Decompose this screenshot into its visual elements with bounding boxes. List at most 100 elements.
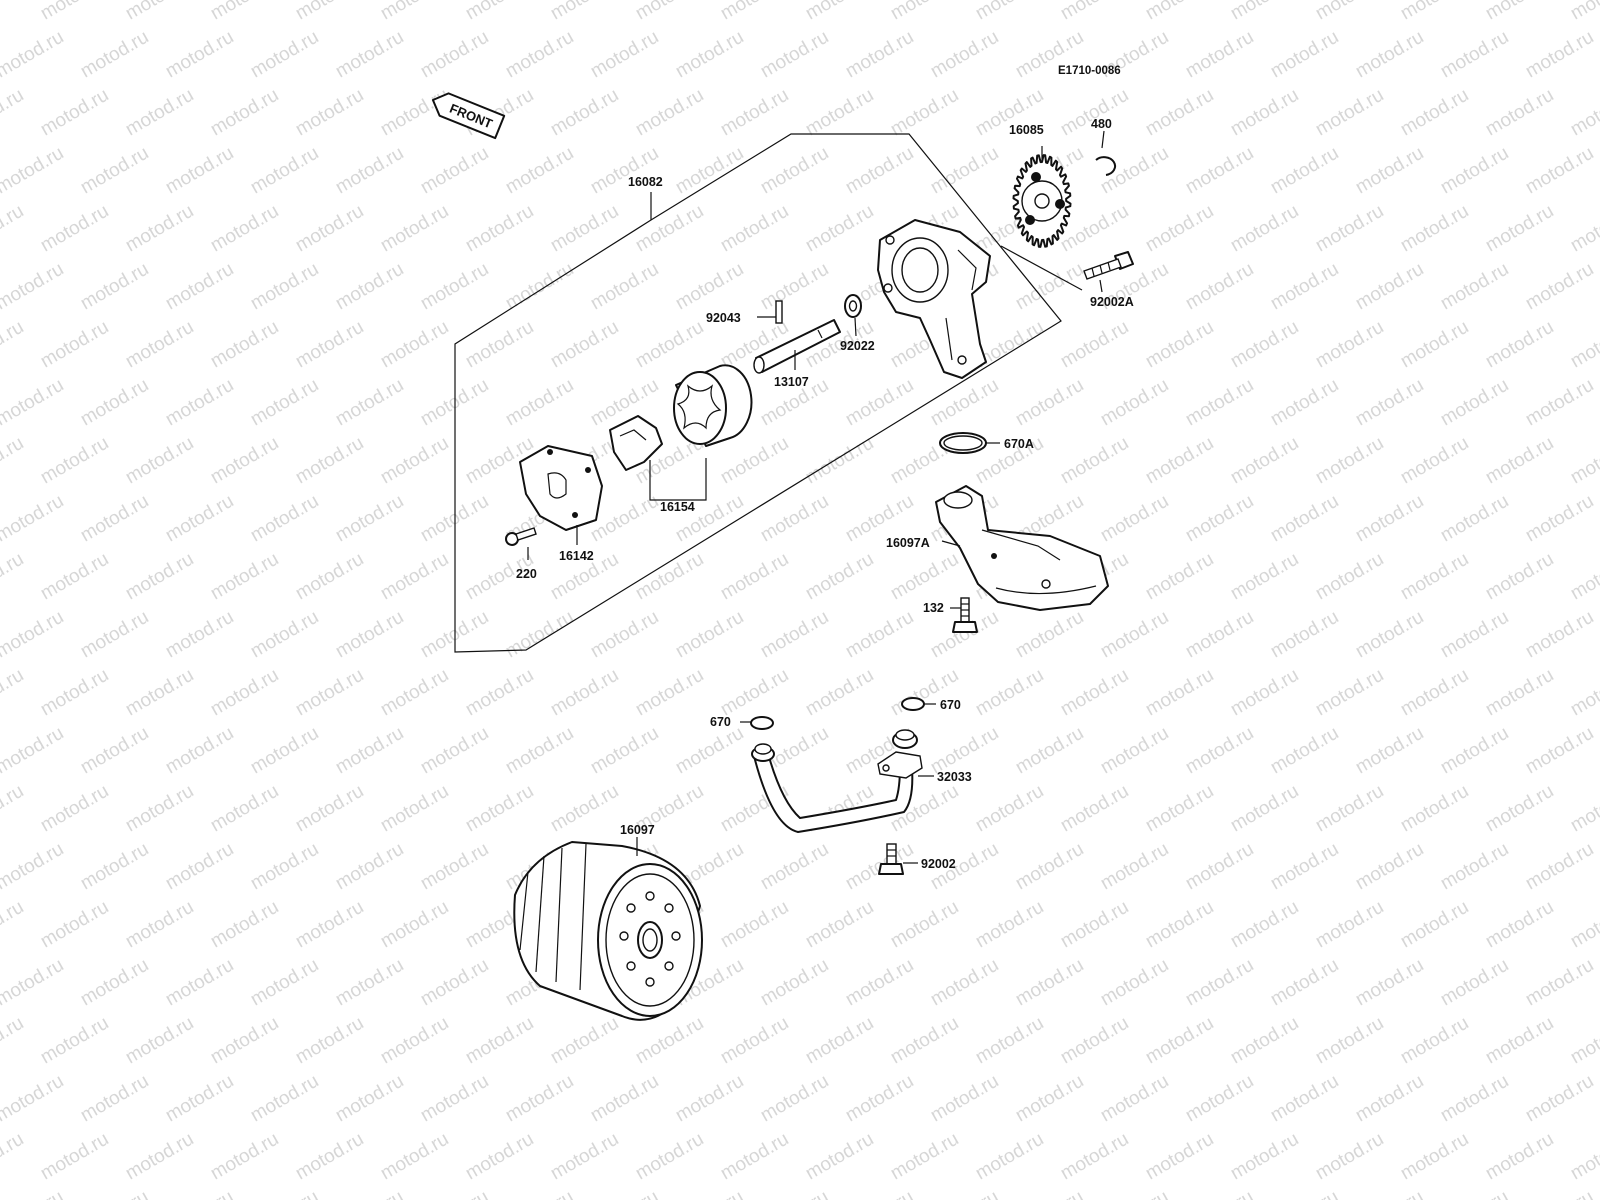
watermark-text: motod.ru	[122, 433, 197, 489]
oil-pump-assembly-outline	[454, 133, 1062, 653]
watermark-text: motod.ru	[1227, 665, 1302, 721]
watermark-text: motod.ru	[247, 375, 322, 431]
watermark-text: motod.ru	[37, 0, 112, 24]
watermark-text: motod.ru	[1397, 781, 1472, 837]
watermark-text: motod.ru	[757, 1071, 832, 1127]
watermark-text: motod.ru	[0, 1013, 27, 1069]
watermark-text: motod.ru	[377, 1013, 452, 1069]
watermark-text: motod.ru	[1142, 1013, 1217, 1069]
watermark-text: motod.ru	[162, 839, 237, 895]
watermark-text: motod.ru	[0, 433, 27, 489]
watermark-text: motod.ru	[77, 27, 152, 83]
watermark-text: motod.ru	[1182, 143, 1257, 199]
washer-92022	[844, 294, 862, 337]
label-13107: 13107	[774, 375, 809, 389]
watermark-text: motod.ru	[672, 1071, 747, 1127]
watermark-text: motod.ru	[1437, 839, 1512, 895]
watermark-text: motod.ru	[1567, 1013, 1600, 1069]
watermark-text: motod.ru	[1352, 27, 1427, 83]
watermark-text: motod.ru	[1567, 201, 1600, 257]
watermark-text: motod.ru	[332, 259, 407, 315]
label-32033: 32033	[937, 770, 972, 784]
watermark-text: motod.ru	[842, 1071, 917, 1127]
label-670-right: 670	[940, 698, 961, 712]
watermark-text: motod.ru	[162, 955, 237, 1011]
watermark-text: motod.ru	[1012, 839, 1087, 895]
watermark-text: motod.ru	[332, 27, 407, 83]
watermark-text: motod.ru	[547, 85, 622, 141]
watermark-text: motod.ru	[292, 1129, 367, 1185]
watermark-text: motod.ru	[1482, 665, 1557, 721]
screw-220	[505, 527, 537, 560]
watermark-text: motod.ru	[417, 143, 492, 199]
bolt-92002A	[1000, 245, 1134, 293]
watermark-text: motod.ru	[1437, 491, 1512, 547]
watermark-text: motod.ru	[292, 85, 367, 141]
watermark-text: motod.ru	[1267, 955, 1342, 1011]
watermark-text: motod.ru	[1352, 1187, 1427, 1200]
watermark-text: motod.ru	[292, 1013, 367, 1069]
watermark-text: motod.ru	[0, 723, 67, 779]
watermark-text: motod.ru	[927, 955, 1002, 1011]
watermark-text: motod.ru	[1142, 549, 1217, 605]
watermark-text: motod.ru	[1057, 0, 1132, 24]
watermark-text: motod.ru	[717, 433, 792, 489]
watermark-text: motod.ru	[1267, 375, 1342, 431]
watermark-text: motod.ru	[1352, 1071, 1427, 1127]
watermark-text: motod.ru	[462, 1013, 537, 1069]
watermark-text: motod.ru	[0, 1071, 67, 1127]
watermark-text: motod.ru	[462, 1129, 537, 1185]
pump-shaft	[753, 319, 841, 374]
watermark-text: motod.ru	[587, 27, 662, 83]
watermark-text: motod.ru	[417, 839, 492, 895]
watermark-text: motod.ru	[37, 897, 112, 953]
watermark-text: motod.ru	[587, 1071, 662, 1127]
label-92002A: 92002A	[1090, 295, 1134, 309]
watermark-text: motod.ru	[1182, 607, 1257, 663]
label-670A: 670A	[1004, 437, 1034, 451]
watermark-text: motod.ru	[1397, 317, 1472, 373]
watermark-text: motod.ru	[547, 0, 622, 24]
watermark-text: motod.ru	[587, 607, 662, 663]
watermark-text: motod.ru	[247, 955, 322, 1011]
watermark-text: motod.ru	[1142, 85, 1217, 141]
watermark-text: motod.ru	[0, 375, 67, 431]
watermark-text: motod.ru	[547, 1129, 622, 1185]
watermark-text: motod.ru	[417, 723, 492, 779]
watermark-text: motod.ru	[502, 607, 577, 663]
watermark-text: motod.ru	[1057, 1129, 1132, 1185]
watermark-text: motod.ru	[1437, 27, 1512, 83]
watermark-text: motod.ru	[1312, 1013, 1387, 1069]
oil-filter	[513, 837, 703, 1021]
watermark-text: motod.ru	[842, 955, 917, 1011]
oil-pump-gear	[1012, 146, 1072, 248]
label-16097: 16097	[620, 823, 655, 837]
watermark-text: motod.ru	[332, 143, 407, 199]
watermark-text: motod.ru	[162, 1187, 237, 1200]
watermark-text: motod.ru	[1097, 607, 1172, 663]
watermark-text: motod.ru	[1227, 201, 1302, 257]
watermark-text: motod.ru	[757, 955, 832, 1011]
watermark-text: motod.ru	[0, 259, 67, 315]
watermark-text: motod.ru	[0, 491, 67, 547]
watermark-text: motod.ru	[842, 27, 917, 83]
watermark-text: motod.ru	[1142, 201, 1217, 257]
watermark-text: motod.ru	[207, 549, 282, 605]
watermark-text: motod.ru	[717, 549, 792, 605]
watermark-text: motod.ru	[247, 607, 322, 663]
watermark-text: motod.ru	[672, 259, 747, 315]
label-92002: 92002	[921, 857, 956, 871]
watermark-text: motod.ru	[0, 317, 27, 373]
watermark-text: motod.ru	[332, 1187, 407, 1200]
watermark-text: motod.ru	[1397, 549, 1472, 605]
watermark-text: motod.ru	[247, 491, 322, 547]
watermark-text: motod.ru	[1182, 375, 1257, 431]
watermark-text: motod.ru	[887, 1013, 962, 1069]
watermark-text: motod.ru	[502, 1187, 577, 1200]
watermark-text: motod.ru	[1182, 27, 1257, 83]
watermark-text: motod.ru	[1397, 897, 1472, 953]
watermark-text: motod.ru	[332, 375, 407, 431]
watermark-text: motod.ru	[717, 897, 792, 953]
watermark-text: motod.ru	[0, 665, 27, 721]
watermark-text: motod.ru	[887, 897, 962, 953]
